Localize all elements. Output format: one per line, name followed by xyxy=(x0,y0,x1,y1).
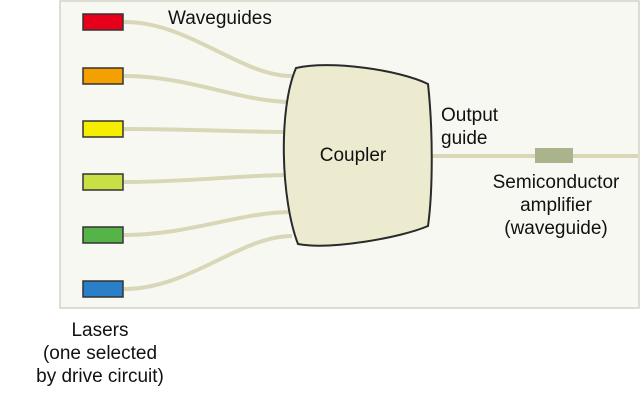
laser-4 xyxy=(82,173,124,191)
waveguide-line xyxy=(123,173,293,184)
output-guide-label-line-2: guide xyxy=(441,128,488,149)
waveguide-line xyxy=(123,74,293,104)
waveguide-line xyxy=(123,210,293,237)
coupler-shape xyxy=(282,64,433,247)
amplifier-label: Semiconductor amplifier (waveguide) xyxy=(462,171,640,240)
semiconductor-amplifier xyxy=(535,148,573,163)
waveguides-label: Waveguides xyxy=(168,8,272,29)
laser-1 xyxy=(82,13,124,31)
waveguide-line xyxy=(123,234,293,291)
laser-3 xyxy=(82,120,124,138)
lasers-label-line-2: (one selected xyxy=(42,343,158,364)
laser-5 xyxy=(82,226,124,244)
coupler-label: Coupler xyxy=(319,145,387,166)
laser-6 xyxy=(82,280,124,298)
lasers-label-line-3: by drive circuit) xyxy=(36,366,164,387)
output-guide-label: Output guide xyxy=(441,104,498,150)
amplifier-label-line-2: amplifier xyxy=(520,195,592,216)
lasers-label-line-1: Lasers xyxy=(71,320,129,341)
lasers-label: Lasers (one selected by drive circuit) xyxy=(20,319,180,388)
laser-2 xyxy=(82,67,124,85)
amplifier-label-line-1: Semiconductor xyxy=(492,172,620,193)
waveguide-line xyxy=(123,127,293,134)
waveguide-line xyxy=(123,20,293,78)
amplifier-label-line-3: (waveguide) xyxy=(504,218,608,239)
output-guide-label-line-1: Output xyxy=(441,105,499,126)
